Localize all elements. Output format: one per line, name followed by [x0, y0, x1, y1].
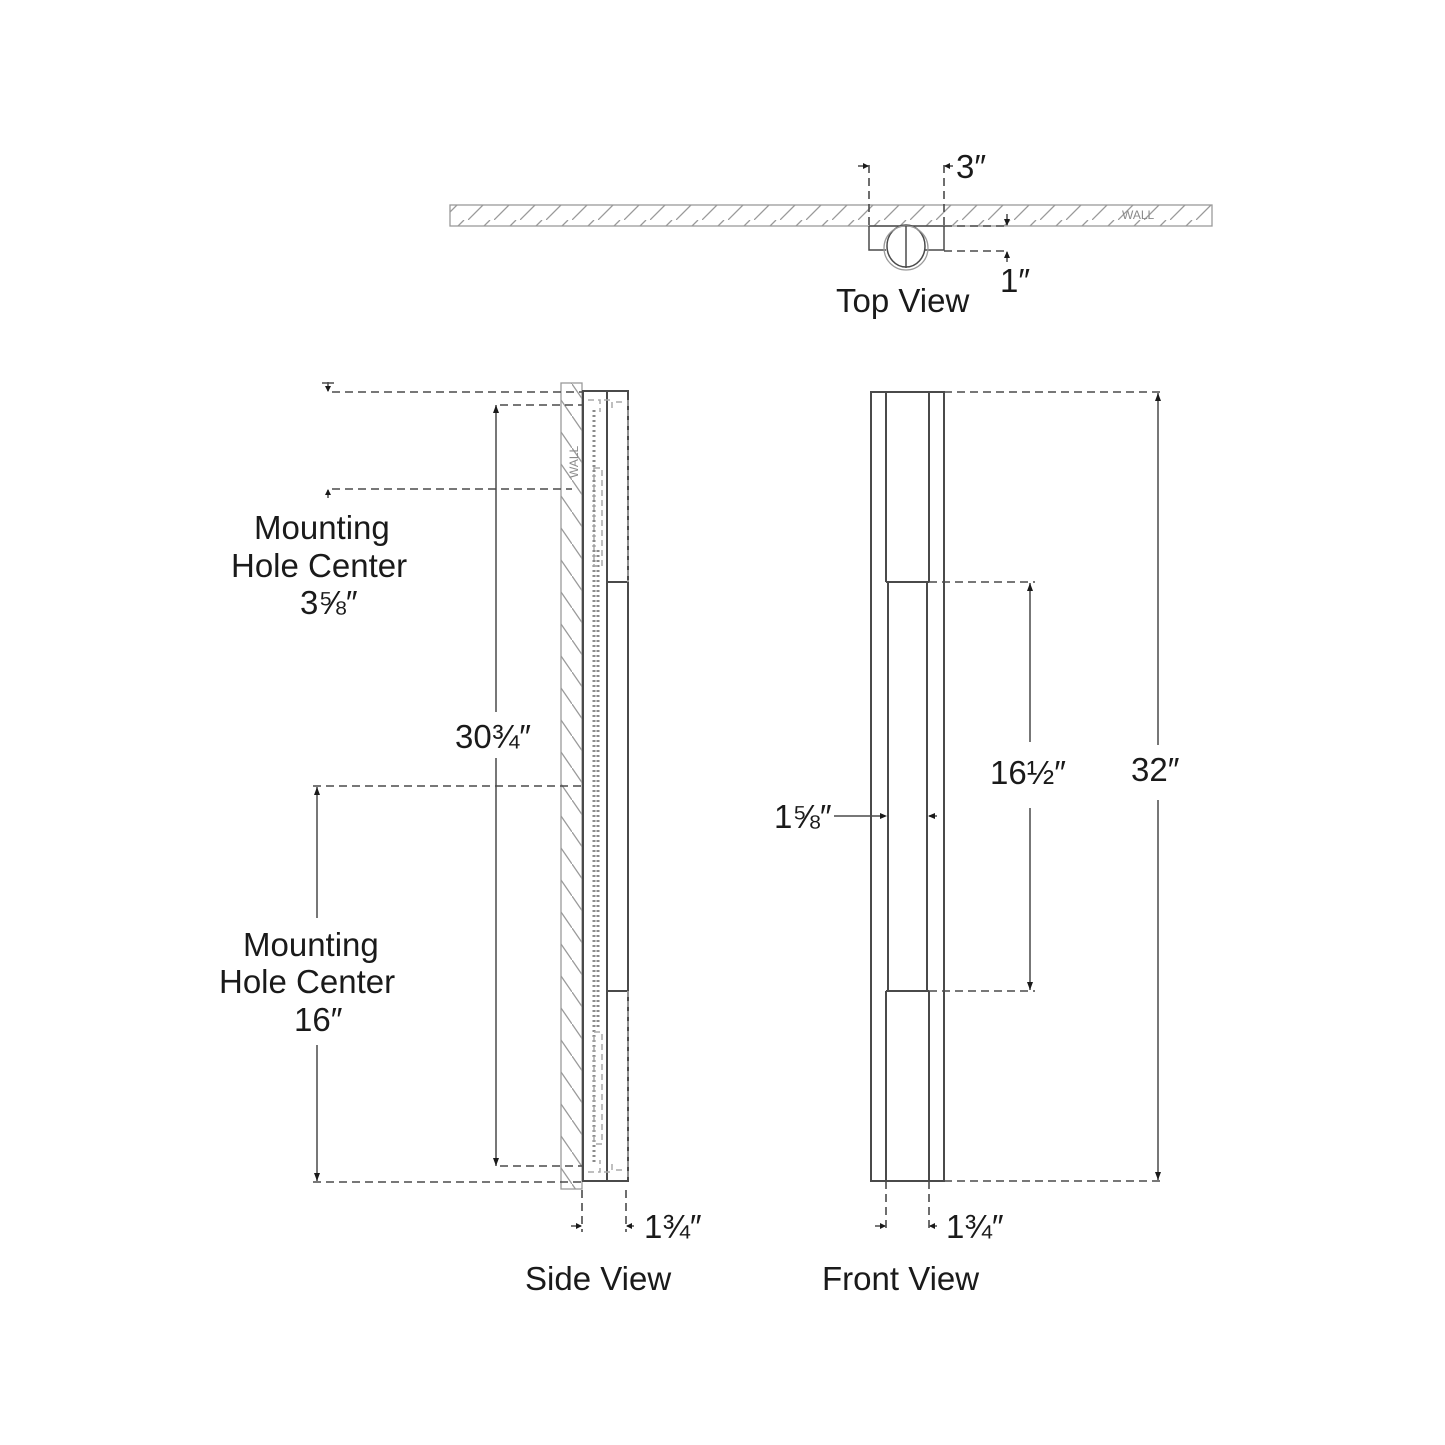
top-wall-label: WALL	[1122, 208, 1155, 222]
mounting-top-line2: Hole Center	[231, 547, 407, 584]
top-wall	[449, 204, 1213, 227]
side-depth-dim: 1¾″	[644, 1208, 702, 1245]
front-fixture-outline	[870, 391, 945, 1182]
side-fixture-backplate	[582, 390, 629, 1182]
mounting-bottom-line1: Mounting	[243, 926, 379, 963]
side-view-title: Side View	[525, 1260, 671, 1297]
backplate-height-dim: 30¾″	[455, 718, 531, 755]
side-view: WALL Mounting Hole Center 3⅝″	[219, 382, 702, 1297]
front-overall-height: 32″	[1131, 751, 1180, 788]
mounting-top-line1: Mounting	[254, 509, 390, 546]
mounting-bottom-line2: Hole Center	[219, 963, 395, 1000]
top-fixture-body	[868, 226, 945, 251]
front-view-title: Front View	[822, 1260, 979, 1297]
top-view-title: Top View	[836, 282, 969, 319]
mounting-bottom-value: 16″	[294, 1001, 343, 1038]
side-wall-label: WALL	[567, 445, 581, 478]
front-view: 32″ 16½″ 1⅝″ 1¾″ Front View	[774, 391, 1180, 1297]
top-view: WALL 3″ 1″ Top View	[449, 148, 1213, 319]
front-center-height: 16½″	[990, 754, 1066, 791]
front-bottom-width: 1¾″	[946, 1208, 1004, 1245]
front-inner-width: 1⅝″	[774, 798, 832, 835]
mounting-top-value: 3⅝″	[300, 584, 358, 621]
top-depth-dim: 1″	[1000, 262, 1030, 299]
top-width-dim: 3″	[956, 148, 986, 185]
